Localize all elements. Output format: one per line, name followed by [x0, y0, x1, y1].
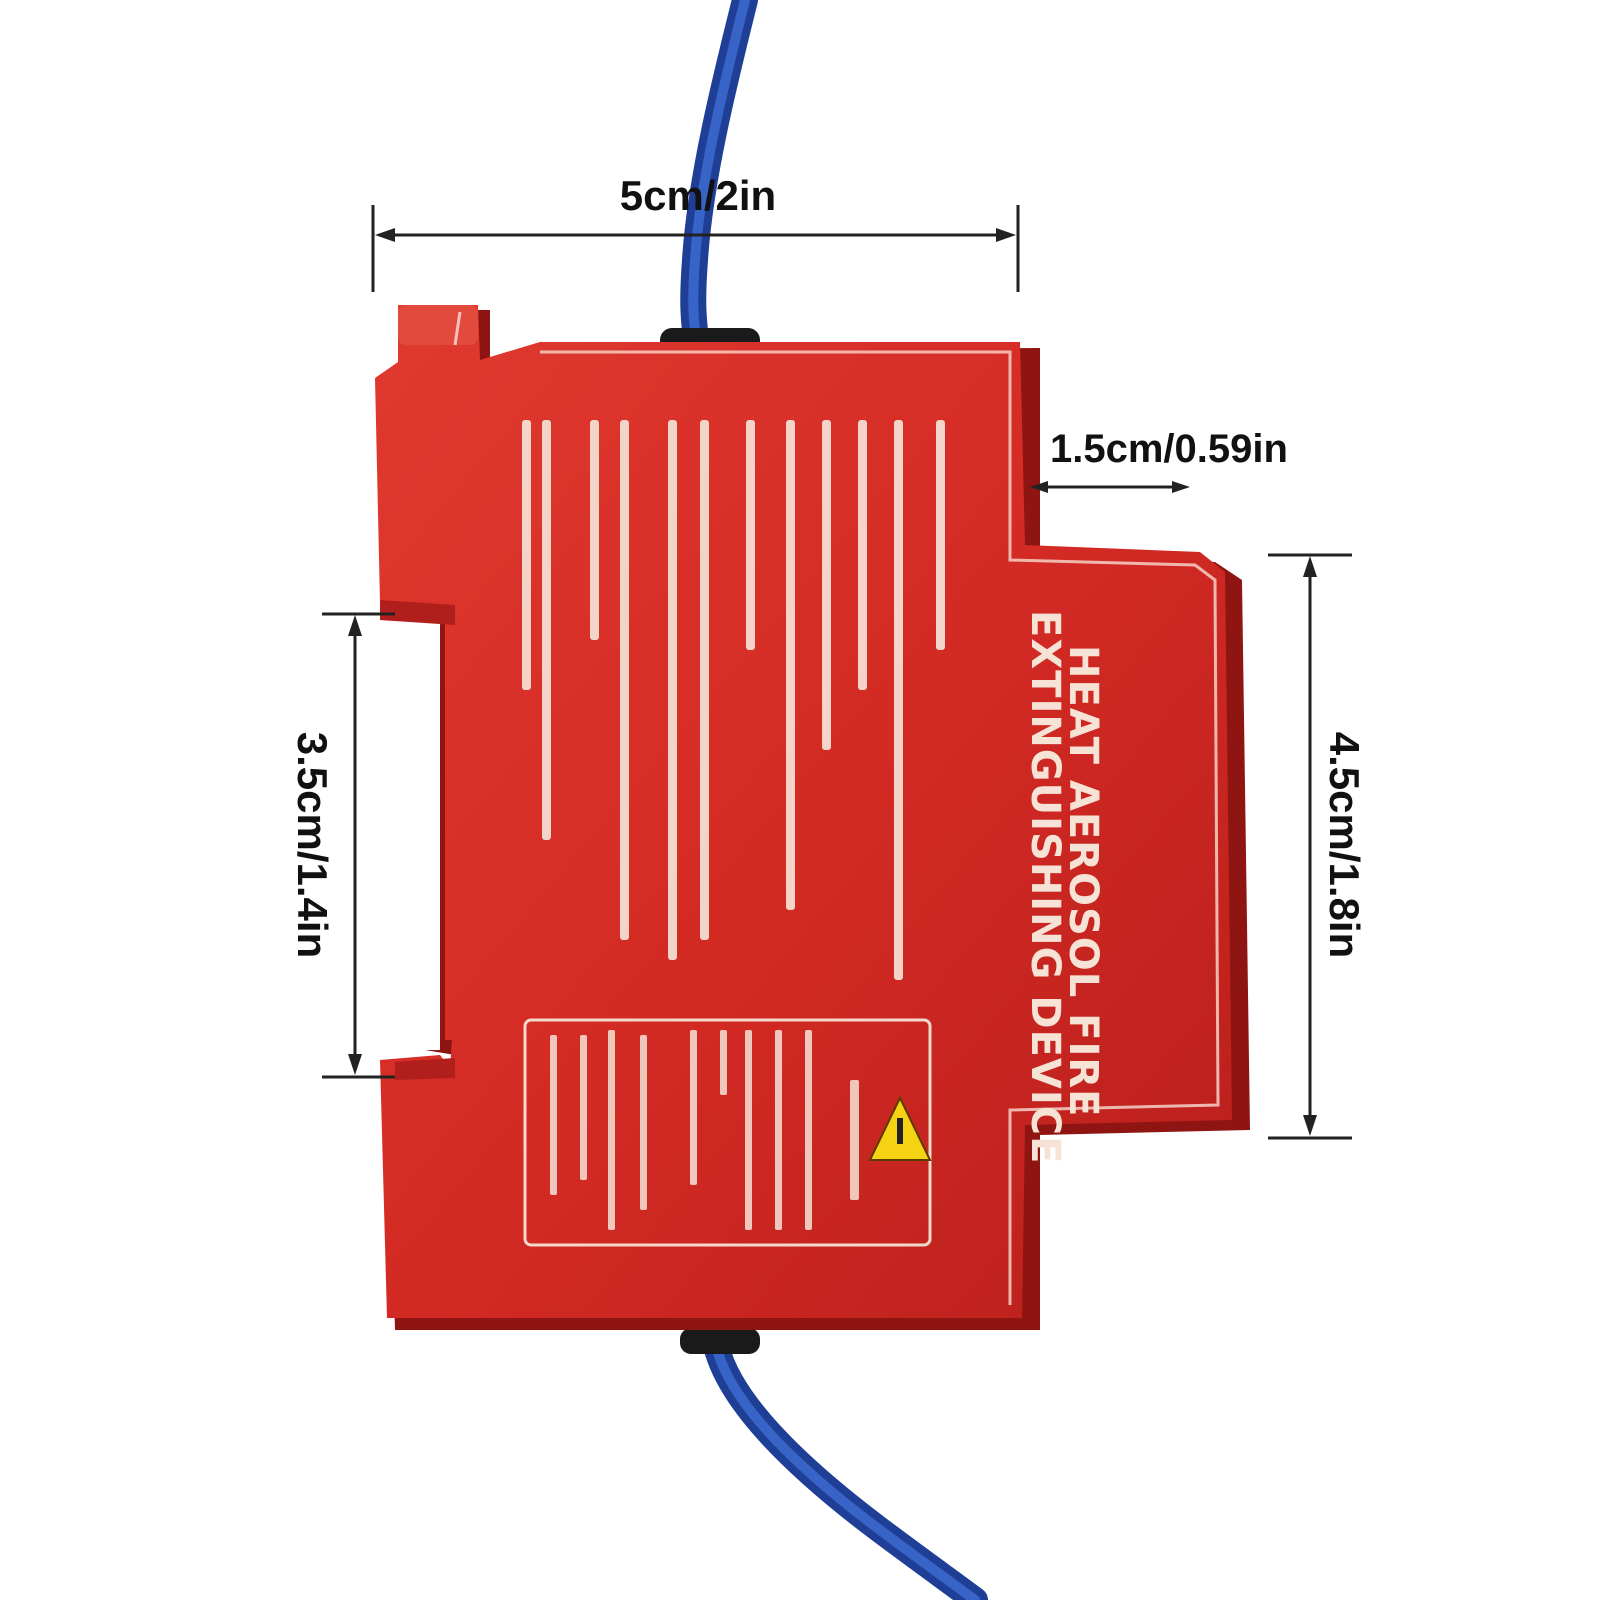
- din-clip: [398, 305, 478, 345]
- bottom-cable: [702, 1327, 988, 1600]
- width-dimension-label: 5cm/2in: [620, 172, 776, 219]
- device-title-line1: HEAT AEROSOL FIRE: [1060, 645, 1106, 1118]
- rail-notch-top: [380, 600, 455, 625]
- face-outline: [540, 350, 1220, 1305]
- rail-notch-bottom: [395, 1058, 455, 1080]
- depth-dimension-label: 1.5cm/0.59in: [1050, 427, 1288, 471]
- body-height-dimension: [1268, 553, 1352, 1140]
- printed-instructions: [522, 420, 945, 980]
- depth-dimension: [1030, 481, 1190, 493]
- rail-height-dimension: [322, 612, 395, 1079]
- device-title-line2: EXTINGUISHING DEVICE: [1022, 610, 1068, 1164]
- body-height-dimension-label: 4.5cm/1.8in: [1321, 732, 1368, 958]
- bottom-grommet: [680, 1328, 760, 1354]
- warning-label: [523, 1018, 932, 1247]
- rail-height-dimension-label: 3.5cm/1.4in: [289, 732, 336, 958]
- width-dimension: [371, 205, 1020, 292]
- device-body: [375, 305, 1232, 1318]
